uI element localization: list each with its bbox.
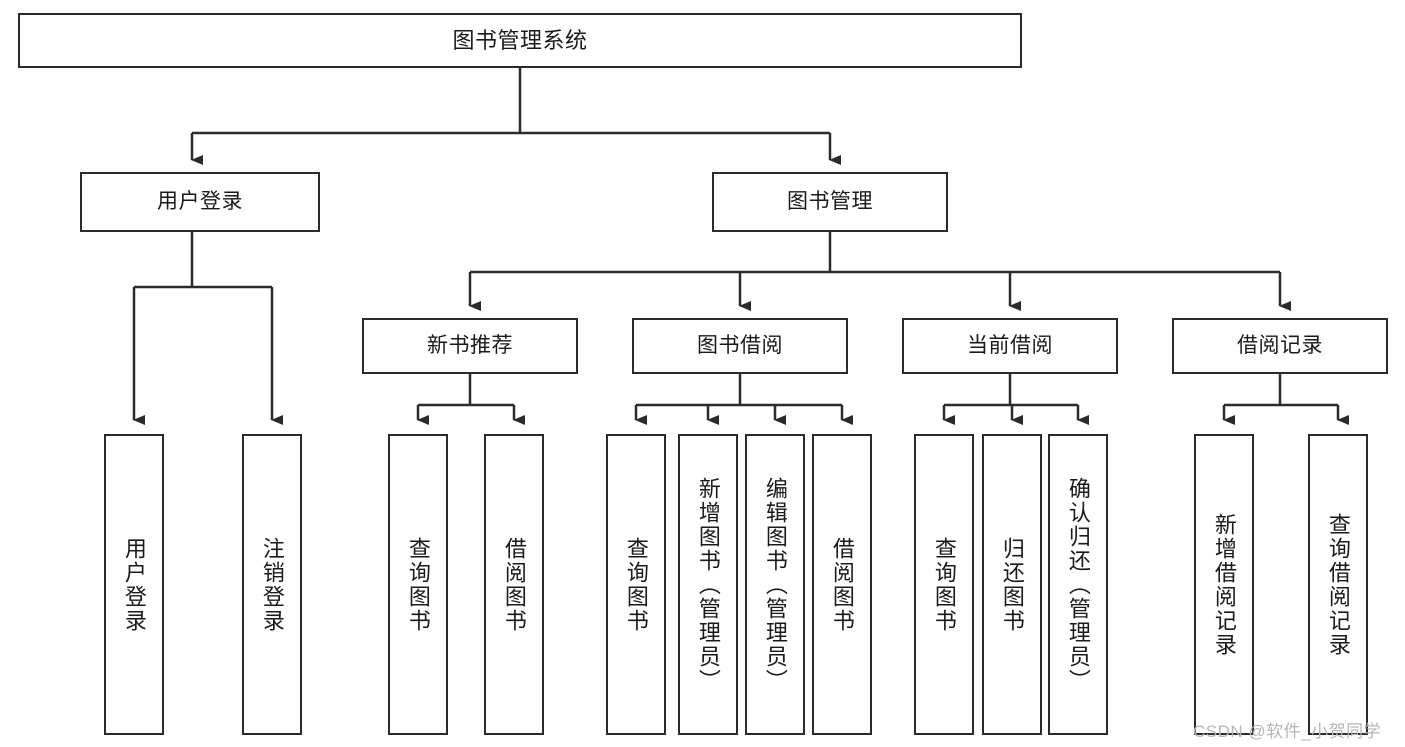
node-book-manage-label: 图书管理 (787, 189, 873, 213)
node-leaf-edit-book-label: 编辑图书（管理员） (762, 476, 788, 693)
node-leaf-query-record[interactable]: 查询借阅记录 (1308, 434, 1368, 735)
node-leaf-edit-book[interactable]: 编辑图书（管理员） (745, 434, 805, 735)
node-leaf-borrow-book-2-label: 借阅图书 (829, 536, 855, 633)
node-user-login-label: 用户登录 (157, 189, 243, 213)
node-current-borrow[interactable]: 当前借阅 (902, 318, 1118, 374)
node-leaf-user-logout-label: 注销登录 (259, 536, 285, 633)
node-new-book-recommend-label: 新书推荐 (427, 333, 513, 357)
node-book-manage[interactable]: 图书管理 (712, 172, 948, 232)
node-leaf-add-record-label: 新增借阅记录 (1211, 512, 1237, 657)
node-leaf-user-login-label: 用户登录 (121, 536, 147, 633)
node-leaf-borrow-book-2[interactable]: 借阅图书 (812, 434, 872, 735)
node-leaf-query-record-label: 查询借阅记录 (1325, 512, 1351, 657)
node-current-borrow-label: 当前借阅 (967, 333, 1053, 357)
node-leaf-query-book-3-label: 查询图书 (931, 536, 957, 633)
node-leaf-query-book-3[interactable]: 查询图书 (914, 434, 974, 735)
node-root[interactable]: 图书管理系统 (18, 13, 1022, 68)
node-leaf-confirm-return[interactable]: 确认归还（管理员） (1048, 434, 1108, 735)
node-leaf-return-book[interactable]: 归还图书 (982, 434, 1042, 735)
node-leaf-query-book-1-label: 查询图书 (405, 536, 431, 633)
node-new-book-recommend[interactable]: 新书推荐 (362, 318, 578, 374)
node-root-label: 图书管理系统 (452, 27, 588, 53)
node-book-borrow[interactable]: 图书借阅 (632, 318, 848, 374)
node-leaf-add-book-label: 新增图书（管理员） (695, 476, 721, 693)
node-leaf-query-book-2[interactable]: 查询图书 (606, 434, 666, 735)
node-leaf-query-book-2-label: 查询图书 (623, 536, 649, 633)
node-borrow-record-label: 借阅记录 (1237, 333, 1323, 357)
node-leaf-user-login[interactable]: 用户登录 (104, 434, 164, 735)
node-leaf-borrow-book-1-label: 借阅图书 (501, 536, 527, 633)
csdn-watermark: CSDN @软件_小贺同学 (1193, 722, 1382, 741)
node-leaf-add-record[interactable]: 新增借阅记录 (1194, 434, 1254, 735)
node-leaf-confirm-return-label: 确认归还（管理员） (1065, 476, 1091, 693)
node-book-borrow-label: 图书借阅 (697, 333, 783, 357)
node-leaf-add-book[interactable]: 新增图书（管理员） (678, 434, 738, 735)
node-leaf-query-book-1[interactable]: 查询图书 (388, 434, 448, 735)
node-leaf-borrow-book-1[interactable]: 借阅图书 (484, 434, 544, 735)
node-borrow-record[interactable]: 借阅记录 (1172, 318, 1388, 374)
node-leaf-user-logout[interactable]: 注销登录 (242, 434, 302, 735)
node-user-login[interactable]: 用户登录 (80, 172, 320, 232)
node-leaf-return-book-label: 归还图书 (999, 536, 1025, 633)
